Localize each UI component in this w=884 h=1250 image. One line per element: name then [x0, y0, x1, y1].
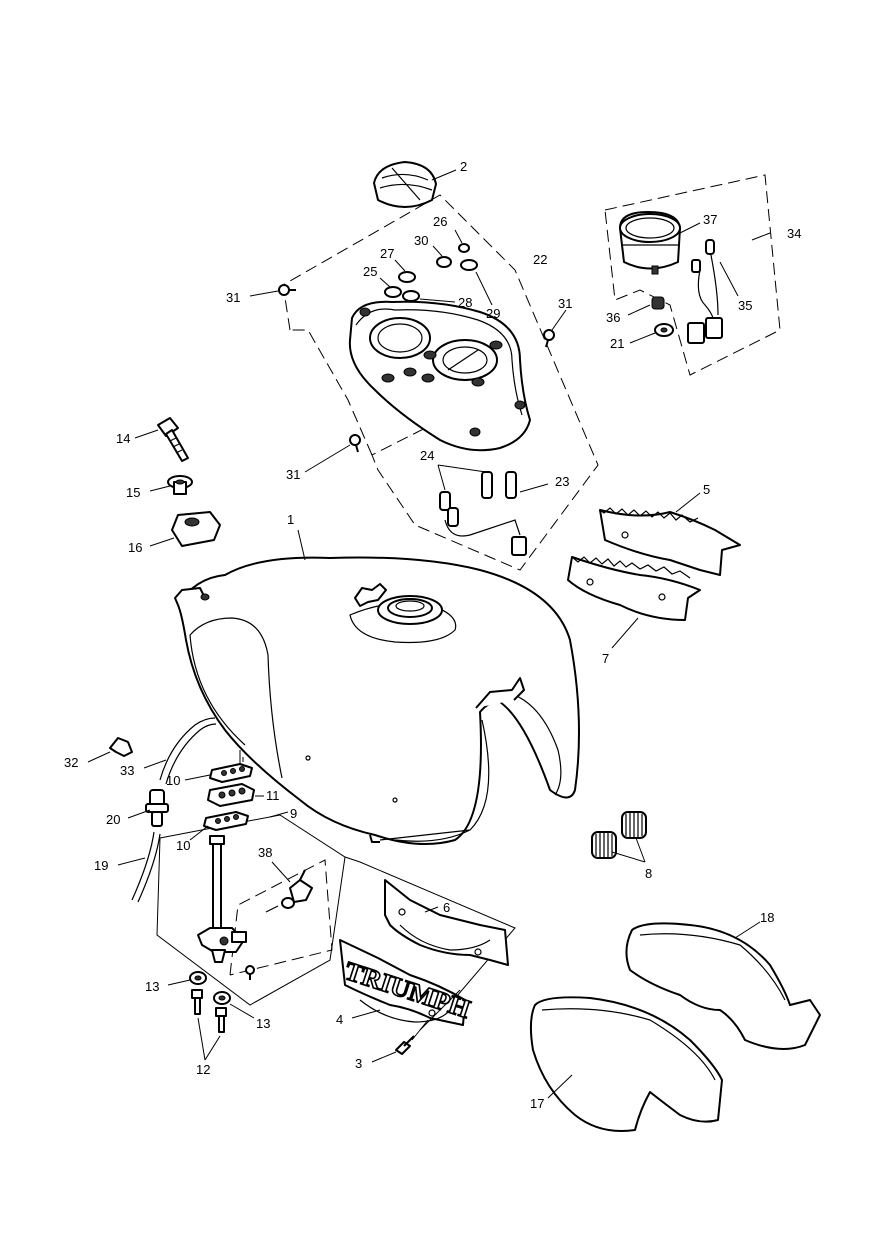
assembly-box-22-inner	[290, 329, 373, 456]
screw-31-right	[543, 309, 567, 348]
grommets	[379, 229, 493, 306]
washer-13-left	[167, 971, 207, 986]
label-23: 23	[555, 474, 569, 489]
label-13-right: 13	[256, 1016, 270, 1031]
label-31-left: 31	[226, 290, 240, 305]
label-29: 29	[486, 306, 500, 321]
heat-shield-5	[599, 492, 741, 576]
tap-lever-38	[265, 861, 313, 913]
label-32: 32	[64, 755, 78, 770]
screw-31-lower	[304, 434, 361, 473]
label-10-upper: 10	[166, 773, 180, 788]
speedometer	[619, 211, 701, 275]
label-15: 15	[126, 485, 140, 500]
hose-19	[117, 831, 161, 903]
label-38: 38	[258, 845, 272, 860]
label-3: 3	[355, 1056, 362, 1071]
grommet-36	[627, 296, 665, 316]
filter-20	[127, 789, 169, 827]
label-35: 35	[738, 298, 752, 313]
washer-21	[629, 323, 674, 344]
label-13-left: 13	[145, 979, 159, 994]
bolt-12-left	[191, 989, 203, 1015]
spacer-15	[149, 475, 193, 495]
label-10-lower: 10	[176, 838, 190, 853]
clip-32	[87, 737, 133, 763]
heat-shield-7	[567, 556, 701, 649]
screw-3	[371, 1019, 429, 1063]
bolt-14	[134, 417, 189, 462]
label-31-right: 31	[558, 296, 572, 311]
label-27: 27	[380, 246, 394, 261]
label-19: 19	[94, 858, 108, 873]
assembly-box-22	[282, 194, 599, 571]
filler-cap	[373, 161, 457, 208]
label-6: 6	[443, 900, 450, 915]
label-33: 33	[120, 763, 134, 778]
label-34: 34	[787, 226, 801, 241]
label-1: 1	[287, 512, 294, 527]
label-36: 36	[606, 310, 620, 325]
assembly-box-34	[604, 174, 781, 376]
mount-16	[149, 511, 221, 547]
label-7: 7	[602, 651, 609, 666]
instrument-panel	[348, 300, 531, 452]
warning-lamp-harness	[437, 464, 549, 556]
breather-hose-33	[143, 717, 217, 785]
label-21: 21	[610, 336, 624, 351]
label-24: 24	[420, 448, 434, 463]
gasket-10-lower	[189, 811, 249, 841]
brand-badge-text: TRIUMPH	[341, 956, 474, 1024]
label-18: 18	[760, 910, 774, 925]
label-31-lower: 31	[286, 467, 300, 482]
label-11: 11	[266, 788, 280, 803]
label-26: 26	[433, 214, 447, 229]
label-30: 30	[414, 233, 428, 248]
gasket-11	[207, 783, 264, 807]
instrument-harness	[687, 239, 739, 344]
label-2: 2	[460, 159, 467, 174]
label-17: 17	[530, 1096, 544, 1111]
rubber-buffers	[591, 811, 647, 863]
label-16: 16	[128, 540, 142, 555]
fuel-tank	[174, 529, 580, 845]
label-8: 8	[645, 866, 652, 881]
label-22: 22	[533, 252, 547, 267]
label-14: 14	[116, 431, 130, 446]
label-4: 4	[336, 1012, 343, 1027]
label-5: 5	[703, 482, 710, 497]
washer-13-right	[213, 991, 255, 1019]
knee-pad-17	[529, 996, 723, 1132]
assembly-box-38	[229, 859, 333, 976]
label-9: 9	[290, 806, 297, 821]
tap-screw	[245, 965, 255, 980]
gasket-10-upper	[184, 757, 253, 783]
bolt-12-right	[215, 1007, 227, 1033]
screw-31-left	[249, 284, 296, 297]
label-12: 12	[196, 1062, 210, 1077]
badge-gasket-6	[384, 879, 509, 966]
label-28: 28	[458, 295, 472, 310]
label-20: 20	[106, 812, 120, 827]
assembly-box-9-side	[156, 837, 346, 1006]
label-25: 25	[363, 264, 377, 279]
fuel-tap	[197, 835, 247, 963]
knee-pad-18	[625, 921, 821, 1050]
label-37: 37	[703, 212, 717, 227]
